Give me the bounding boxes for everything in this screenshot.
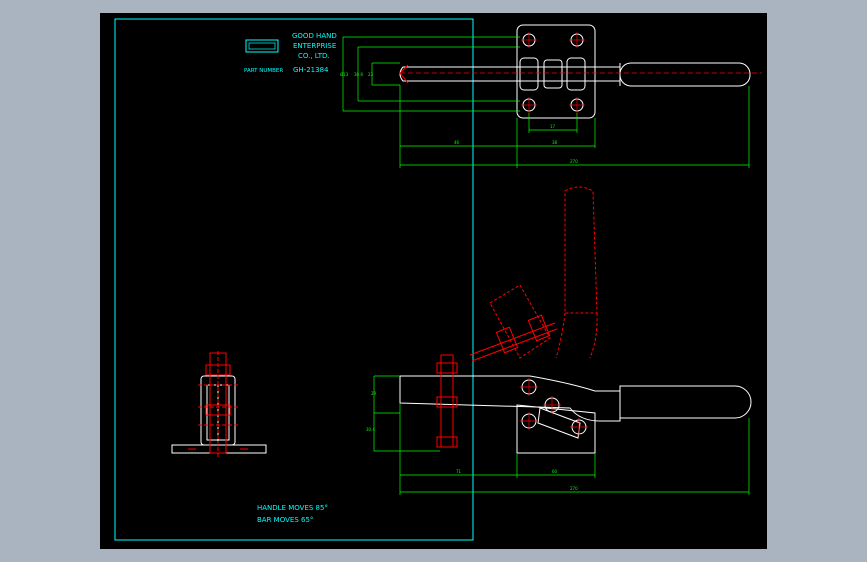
dim-side-h1: 29 [371,391,377,396]
part-number-value: GH-21384 [293,66,329,74]
dim-top-v2: 30.8 [354,72,363,77]
side-view-raised-spindle [469,314,558,362]
dim-top-v1: Ø13 [340,72,349,77]
dim-top-base: 38 [552,140,558,145]
side-view: 29 30.4 71 60 270 [366,186,752,495]
front-view-base [171,444,267,454]
title-block-border [114,18,474,541]
note-handle-moves: HANDLE MOVES 85° [257,504,328,512]
dim-side-h2: 30.4 [366,427,375,432]
front-view-spindle [188,351,248,458]
part-number-label: PART NUMBER [244,68,283,74]
company-logo [245,39,279,53]
company-name-line2: ENTERPRISE [293,42,336,50]
company-name-line1: GOOD HAND [292,32,337,40]
company-name-line3: CO., LTD. [298,52,330,60]
front-view [171,351,267,458]
side-view-raised-handle [489,186,598,359]
dim-top-total: 270 [570,159,578,164]
top-view-bolt-holes [522,33,584,112]
note-bar-moves: BAR MOVES 65° [257,516,313,524]
side-view-handle [619,385,752,419]
top-view-handle [619,62,751,87]
dim-top-inner: 17 [550,124,556,129]
dim-top-length: 46 [454,140,460,145]
side-view-arm [399,375,621,422]
dim-top-v3: 23 [368,72,374,77]
drawing-canvas: GOOD HAND ENTERPRISE CO., LTD. PART NUMB… [100,13,767,549]
dim-side-a: 71 [456,469,462,474]
side-view-spindle [436,354,458,448]
top-view: Ø13 30.8 23 46 38 17 270 [340,24,762,168]
dim-side-total: 270 [570,486,578,491]
top-view-arm [399,66,621,82]
cad-drawing: GOOD HAND ENTERPRISE CO., LTD. PART NUMB… [114,18,762,541]
dim-side-b: 60 [552,469,558,474]
top-view-base-plate [516,24,596,119]
